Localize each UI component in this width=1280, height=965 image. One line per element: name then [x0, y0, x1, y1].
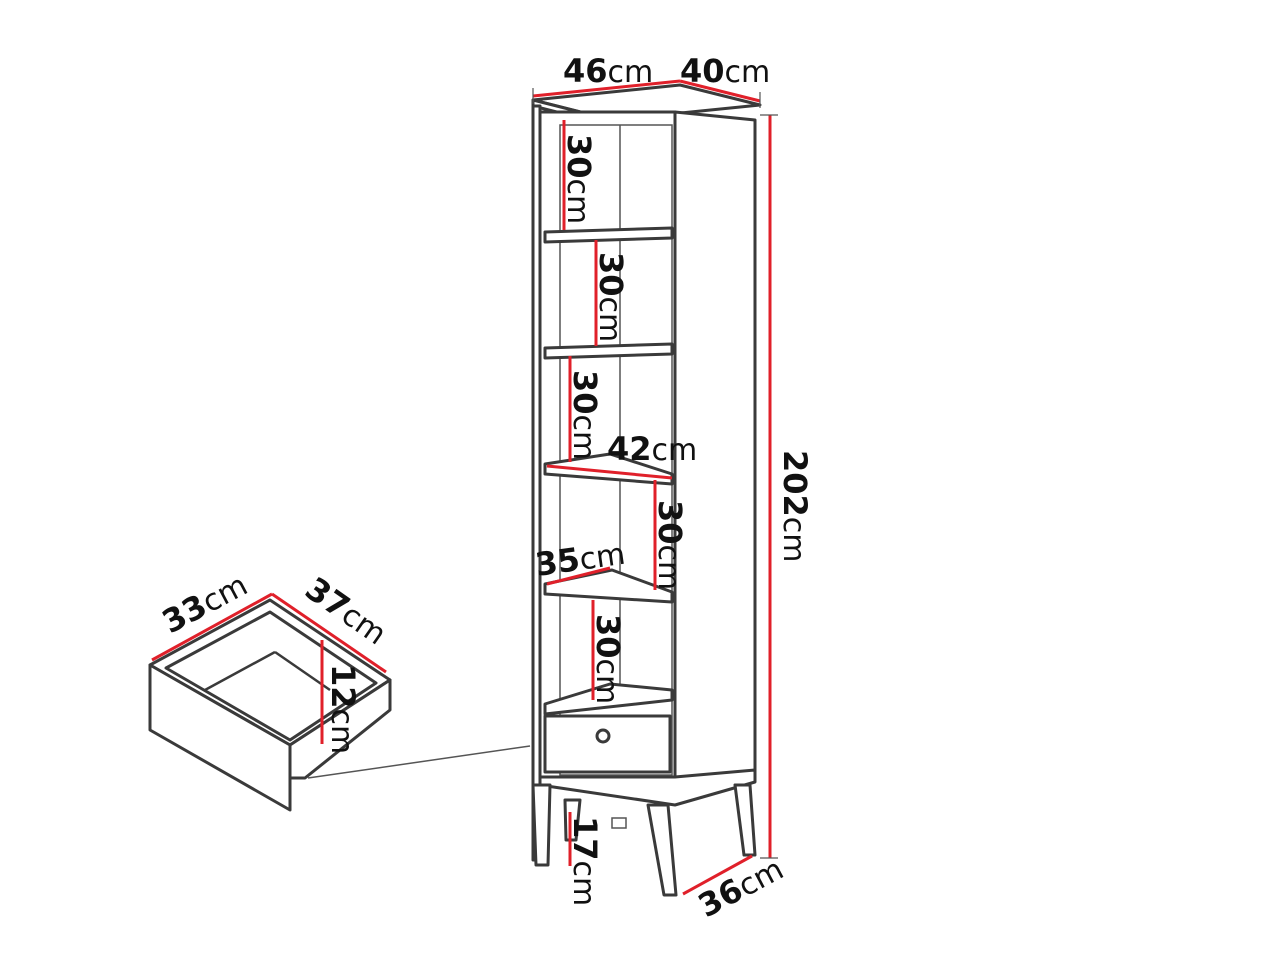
depth-label: 40cm	[680, 52, 770, 90]
inner-width-label: 42cm	[607, 430, 697, 468]
shelf-1	[543, 226, 674, 244]
leg-height-label: 17cm	[566, 816, 604, 906]
shelf-depth-label: 35cm	[533, 534, 628, 584]
shelf-4	[543, 568, 674, 604]
bookcase-drawing	[531, 83, 762, 897]
shelf-gap-label-4: 30cm	[651, 500, 689, 590]
leg-front-left	[531, 783, 552, 867]
leg-front-right	[646, 803, 678, 897]
width-label: 46cm	[563, 52, 653, 90]
drawer-dimension-lines	[151, 592, 387, 744]
bookcase-drawer	[543, 714, 672, 774]
shelf-gap-label-5: 30cm	[589, 614, 627, 704]
shelf-3	[543, 452, 674, 486]
shelf-gap-label-1: 30cm	[560, 134, 598, 224]
shelf-2	[543, 342, 674, 360]
shelf-gap-label-2: 30cm	[592, 252, 630, 342]
drawer-height-label: 12cm	[324, 664, 362, 754]
shelf-5	[543, 682, 674, 716]
drawer-knob-icon	[595, 728, 611, 744]
shelf-gap-label-3: 30cm	[566, 370, 604, 460]
leg-back-right	[733, 783, 757, 857]
dimension-labels: 46cm 40cm 202cm 30cm 30cm 30cm 30cm 30cm…	[156, 52, 814, 925]
bookcase-dimension-lines	[532, 79, 778, 896]
height-label: 202cm	[776, 450, 814, 563]
